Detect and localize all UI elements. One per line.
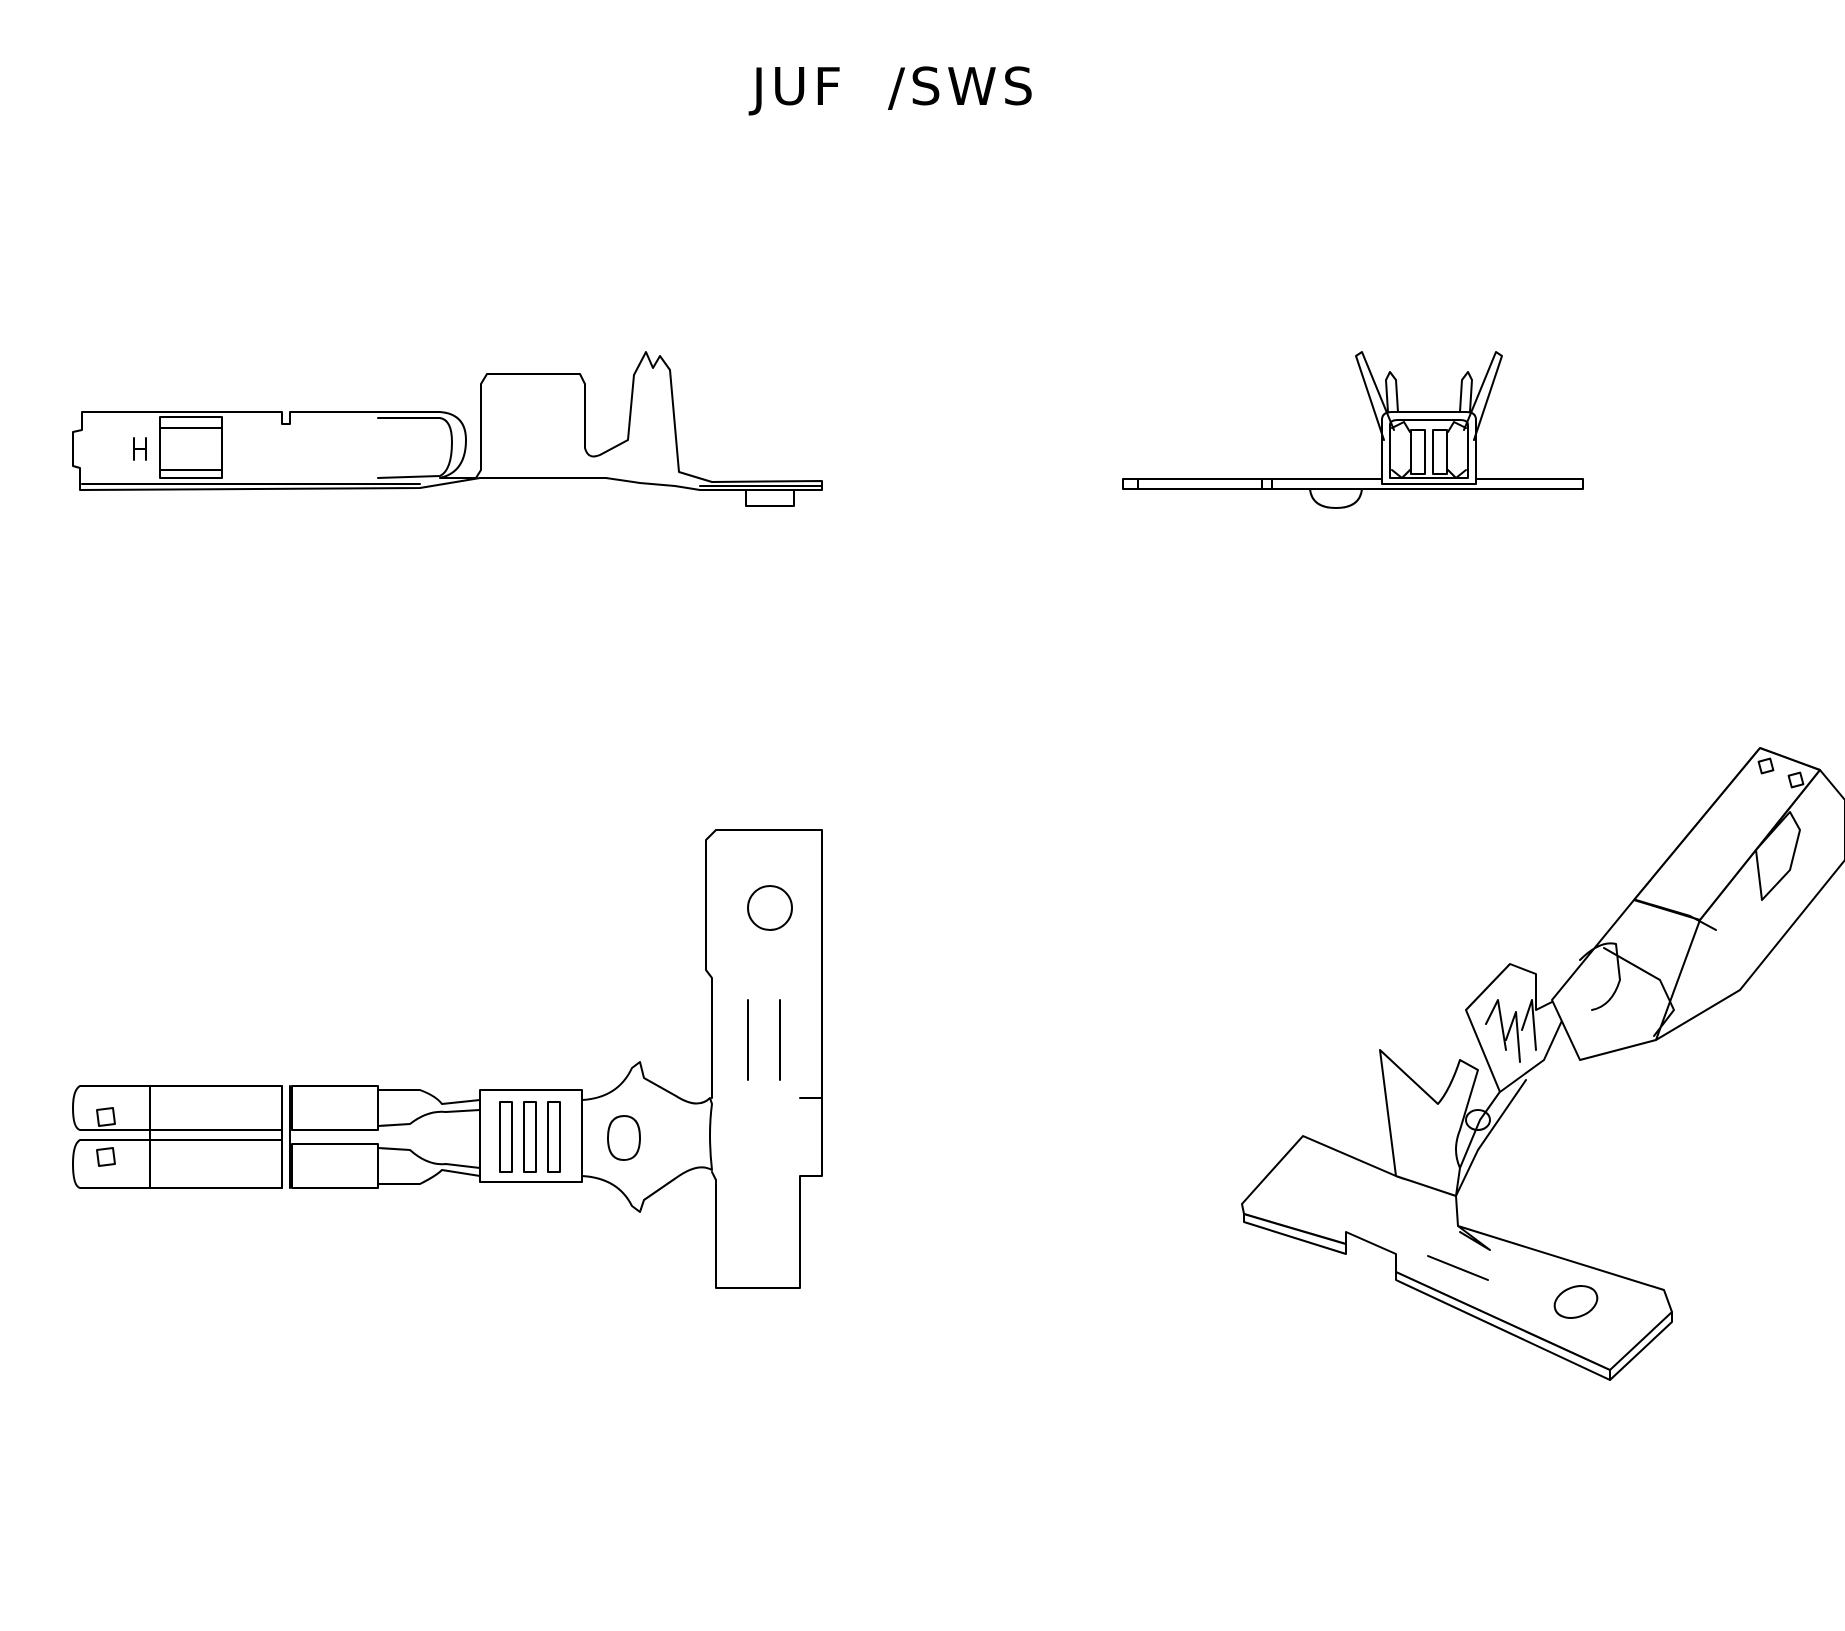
- side-view-tail-tab: [745, 489, 795, 507]
- end-view-outer-wing-right: [1463, 351, 1503, 441]
- end-view-spring-right: [1447, 421, 1467, 433]
- end-view-inner-wing-right: [1459, 371, 1473, 413]
- iso-barrel-ribs: [1485, 999, 1537, 1063]
- top-view-neck-hole: [607, 1115, 641, 1161]
- iso-barrel-hole: [1465, 1109, 1491, 1131]
- end-view-spring-left-low: [1391, 469, 1411, 479]
- end-view-inner-wing-left: [1385, 371, 1399, 413]
- iso-ribbed-barrel: [1465, 963, 1577, 1093]
- iso-marker: [1787, 771, 1805, 789]
- top-view-transition-upper: [377, 1089, 481, 1127]
- top-view-tab-hole: [747, 885, 793, 931]
- side-view: [72, 351, 823, 507]
- side-view-crimp-barrel: [377, 417, 453, 479]
- top-view: [72, 829, 823, 1289]
- isometric-view: [1241, 747, 1845, 1381]
- end-view-spring-right-low: [1447, 469, 1467, 479]
- iso-contact-latch: [1603, 899, 1717, 1037]
- top-view-marker-upper: [96, 1107, 116, 1127]
- iso-tab-notch: [1457, 1225, 1491, 1251]
- top-view-tab: [705, 829, 823, 1289]
- end-view-spring-left: [1391, 421, 1411, 433]
- iso-tab-slot: [1427, 1255, 1489, 1281]
- end-view-outer-wing-left: [1355, 351, 1395, 441]
- end-view-base-plate: [1122, 478, 1584, 490]
- iso-tab-plate-edge-low: [1243, 1213, 1611, 1381]
- end-view-slot: [1432, 429, 1448, 475]
- top-view-rib: [499, 1101, 513, 1173]
- end-view-slot: [1410, 429, 1426, 475]
- iso-marker: [1757, 757, 1775, 775]
- top-view-neck: [581, 1061, 713, 1213]
- top-view-rib: [547, 1101, 561, 1173]
- side-view-body-outline: [72, 351, 823, 491]
- end-view-bump: [1309, 488, 1363, 509]
- drawing-title: JUF /SWS: [751, 58, 1039, 118]
- side-view-contact-window: [159, 416, 223, 479]
- top-view-rib: [523, 1101, 537, 1173]
- top-view-sleeve-upper: [291, 1085, 379, 1131]
- iso-contact-window: [1755, 811, 1801, 901]
- top-view-contact-lower: [72, 1139, 283, 1189]
- iso-crimp-wing: [1379, 1049, 1479, 1197]
- top-view-ribbed-crimp: [479, 1089, 583, 1183]
- iso-tab-hole: [1553, 1285, 1599, 1319]
- top-view-marker-lower: [96, 1147, 116, 1167]
- top-view-transition-lower: [377, 1147, 481, 1185]
- iso-contact-spring: [1579, 942, 1621, 1011]
- top-view-contact-upper: [72, 1085, 283, 1131]
- end-view: [1122, 351, 1584, 509]
- end-view-box-body: [1381, 411, 1477, 485]
- top-view-sleeve-lower: [291, 1143, 379, 1189]
